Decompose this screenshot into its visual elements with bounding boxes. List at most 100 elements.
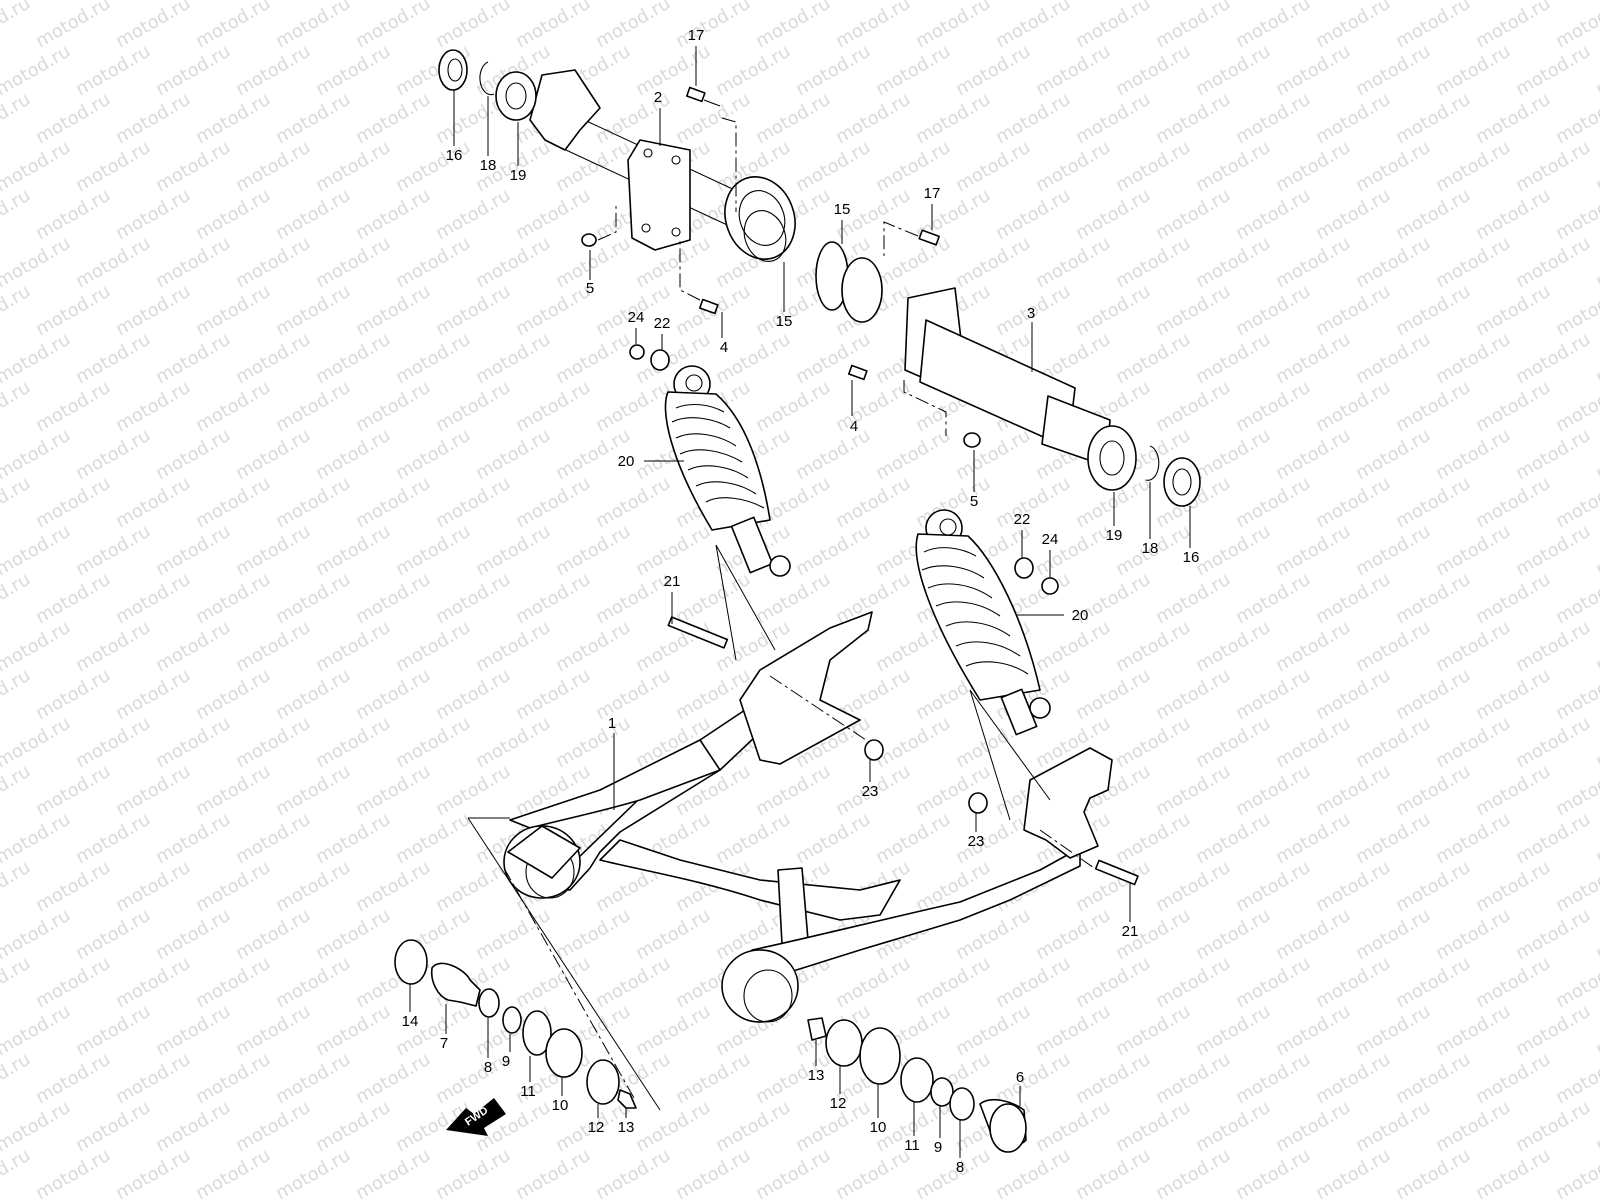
watermark-text: motod.ru — [1592, 137, 1600, 196]
bolt-17-left — [685, 86, 721, 107]
watermark-text: motod.ru — [1152, 1049, 1234, 1108]
watermark-text: motod.ru — [272, 761, 354, 820]
callout-13-right: 13 — [808, 1067, 825, 1084]
watermark-text: motod.ru — [592, 665, 674, 724]
watermark-text: motod.ru — [1432, 617, 1514, 676]
watermark-text: motod.ru — [1392, 761, 1474, 820]
watermark-text: motod.ru — [1592, 809, 1600, 868]
watermark-text: motod.ru — [992, 89, 1074, 148]
watermark-text: motod.ru — [1192, 137, 1274, 196]
watermark-text: motod.ru — [512, 185, 594, 244]
watermark-text: motod.ru — [472, 329, 554, 388]
watermark-text: motod.ru — [312, 521, 394, 580]
watermark-text: motod.ru — [1512, 521, 1594, 580]
watermark-text: motod.ru — [32, 281, 114, 340]
watermark-text: motod.ru — [192, 185, 274, 244]
watermark-text: motod.ru — [72, 905, 154, 964]
watermark-text: motod.ru — [1032, 521, 1114, 580]
watermark-text: motod.ru — [1152, 569, 1234, 628]
watermark-text: motod.ru — [472, 713, 554, 772]
watermark-text: motod.ru — [1112, 1097, 1194, 1156]
watermark-text: motod.ru — [192, 665, 274, 724]
watermark-text: motod.ru — [1232, 857, 1314, 916]
watermark-text: motod.ru — [512, 377, 594, 436]
watermark-text: motod.ru — [872, 137, 954, 196]
watermark-text: motod.ru — [1232, 89, 1314, 148]
callout-15-right: 15 — [834, 201, 851, 218]
watermark-text: motod.ru — [672, 1145, 754, 1200]
watermark-text: motod.ru — [0, 521, 74, 580]
nipple-13-left — [617, 1089, 637, 1109]
watermark-text: motod.ru — [832, 89, 914, 148]
watermark-text: motod.ru — [992, 0, 1074, 52]
watermark-text: motod.ru — [632, 1001, 714, 1060]
watermark-text: motod.ru — [1592, 425, 1600, 484]
watermark-text: motod.ru — [1552, 89, 1600, 148]
watermark-text: motod.ru — [1152, 857, 1234, 916]
watermark-text: motod.ru — [552, 713, 634, 772]
watermark-text: motod.ru — [872, 713, 954, 772]
watermark-text: motod.ru — [1592, 713, 1600, 772]
callout-18-right: 18 — [1142, 540, 1159, 557]
watermark-text: motod.ru — [72, 137, 154, 196]
watermark-text: motod.ru — [312, 425, 394, 484]
watermark-text: motod.ru — [1352, 425, 1434, 484]
callout-18-left: 18 — [480, 157, 497, 174]
watermark-text: motod.ru — [432, 761, 514, 820]
watermark-text: motod.ru — [272, 1049, 354, 1108]
watermark-text: motod.ru — [1312, 665, 1394, 724]
watermark-text: motod.ru — [232, 1001, 314, 1060]
callout-3: 3 — [1027, 305, 1035, 322]
watermark-text: motod.ru — [1112, 329, 1194, 388]
callout-22-right: 22 — [1014, 511, 1031, 528]
watermark-text: motod.ru — [1392, 1049, 1474, 1108]
watermark-text: motod.ru — [0, 0, 34, 52]
watermark-text: motod.ru — [312, 905, 394, 964]
watermark-text: motod.ru — [1432, 809, 1514, 868]
watermark-text: motod.ru — [232, 1097, 314, 1156]
watermark-text: motod.ru — [632, 905, 714, 964]
watermark-text: motod.ru — [1352, 521, 1434, 580]
watermark-text: motod.ru — [72, 521, 154, 580]
watermark-text: motod.ru — [1232, 1145, 1314, 1200]
watermark-text: motod.ru — [312, 1097, 394, 1156]
watermark-text: motod.ru — [32, 569, 114, 628]
callout-12-left: 12 — [588, 1119, 605, 1136]
watermark-text: motod.ru — [472, 233, 554, 292]
watermark-text: motod.ru — [672, 569, 754, 628]
callout-23-left: 23 — [862, 783, 879, 800]
watermark-text: motod.ru — [272, 0, 354, 52]
nut-24-left — [629, 344, 645, 360]
watermark-text: motod.ru — [152, 137, 234, 196]
watermark-text: motod.ru — [1392, 473, 1474, 532]
callout-4-left: 4 — [720, 339, 728, 356]
callout-24-right: 24 — [1042, 531, 1059, 548]
watermark-text: motod.ru — [1512, 1001, 1594, 1060]
watermark-text: motod.ru — [272, 473, 354, 532]
watermark-text: motod.ru — [312, 1001, 394, 1060]
watermark-text: motod.ru — [1192, 713, 1274, 772]
watermark-text: motod.ru — [1472, 185, 1554, 244]
watermark-text: motod.ru — [0, 329, 74, 388]
watermark-text: motod.ru — [1072, 281, 1154, 340]
watermark-text: motod.ru — [272, 665, 354, 724]
watermark-text: motod.ru — [1432, 1001, 1514, 1060]
watermark-text: motod.ru — [72, 713, 154, 772]
callout-22-left: 22 — [654, 315, 671, 332]
watermark-text: motod.ru — [112, 1049, 194, 1108]
callout-24-left: 24 — [628, 309, 645, 326]
watermark-text: motod.ru — [1112, 137, 1194, 196]
watermark-text: motod.ru — [72, 233, 154, 292]
watermark-text: motod.ru — [1512, 137, 1594, 196]
watermark-text: motod.ru — [1312, 185, 1394, 244]
watermark-text: motod.ru — [192, 761, 274, 820]
watermark-text: motod.ru — [32, 953, 114, 1012]
watermark-text: motod.ru — [152, 1001, 234, 1060]
watermark-text: motod.ru — [112, 473, 194, 532]
callout-21-right: 21 — [1122, 923, 1139, 940]
pivot-boss-right — [721, 949, 799, 1023]
watermark-text: motod.ru — [152, 425, 234, 484]
watermark-text: motod.ru — [1032, 1097, 1114, 1156]
bolt-4-left — [698, 298, 719, 315]
watermark-text: motod.ru — [1512, 329, 1594, 388]
